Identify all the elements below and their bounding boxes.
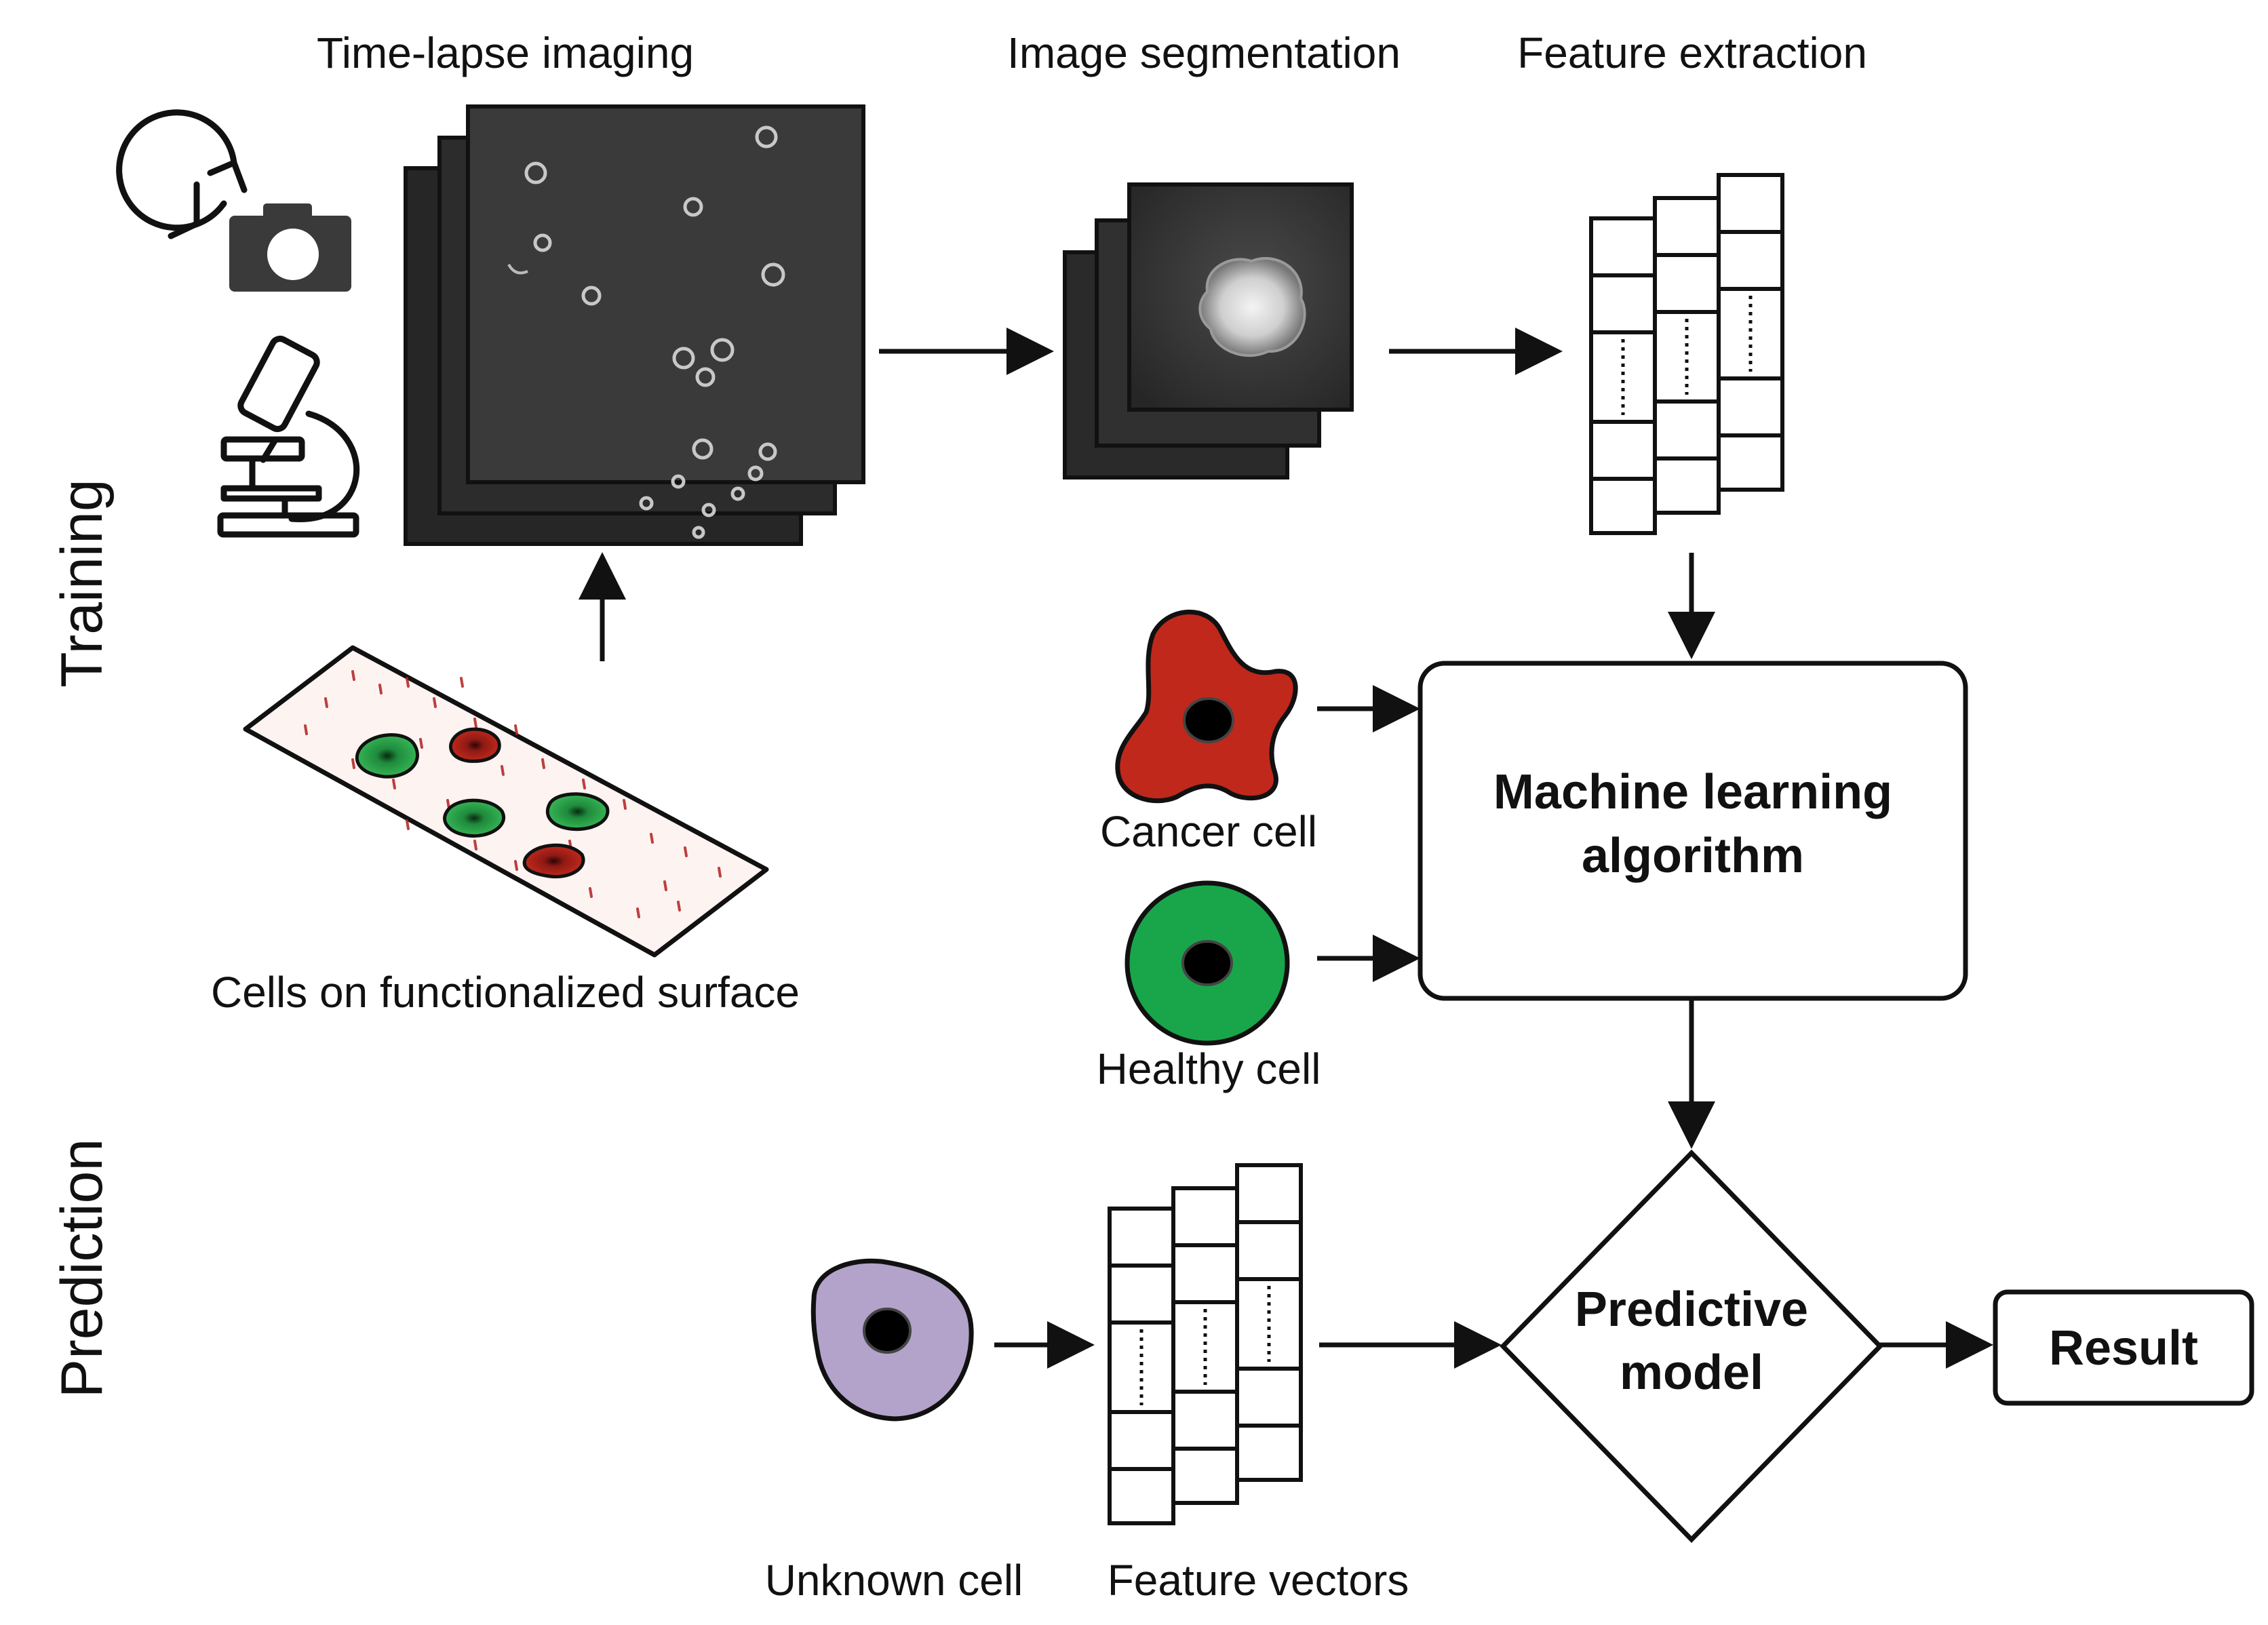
section-label-prediction: Prediction (50, 1139, 115, 1398)
clock-icon (116, 109, 248, 239)
microscope-icon (217, 335, 360, 538)
surface-label: Cells on functionalized surface (211, 968, 800, 1017)
cancer-cell-icon (1115, 609, 1298, 804)
predictive-model-diamond (1500, 1149, 1883, 1544)
step-title-imaging: Time-lapse imaging (317, 28, 694, 77)
feature-vectors-label: Feature vectors (1108, 1556, 1409, 1605)
result-label: Result (2049, 1321, 2198, 1375)
feature-vectors-grid (1108, 1163, 1303, 1525)
unknown-cell-icon (810, 1258, 974, 1422)
camera-icon (229, 203, 351, 292)
feature-extraction-grid (1589, 173, 1784, 535)
section-label-training: Training (50, 479, 115, 688)
pm-label-line1: Predictive (1575, 1283, 1808, 1337)
step-title-segmentation: Image segmentation (1007, 28, 1401, 77)
healthy-cell-label: Healthy cell (1097, 1044, 1321, 1093)
unknown-cell-label: Unknown cell (765, 1556, 1023, 1605)
ml-label-line2: algorithm (1582, 829, 1804, 883)
segmentation-image-stack (1063, 182, 1354, 479)
ml-label-line1: Machine learning (1493, 765, 1892, 819)
pm-label-line2: model (1620, 1346, 1763, 1400)
healthy-cell-icon (1125, 880, 1290, 1046)
cancer-cell-label: Cancer cell (1100, 807, 1317, 856)
functionalized-surface-slide (243, 645, 769, 958)
time-lapse-image-stack (404, 104, 865, 546)
step-title-extraction: Feature extraction (1517, 28, 1867, 77)
result-box (1993, 1289, 2254, 1406)
